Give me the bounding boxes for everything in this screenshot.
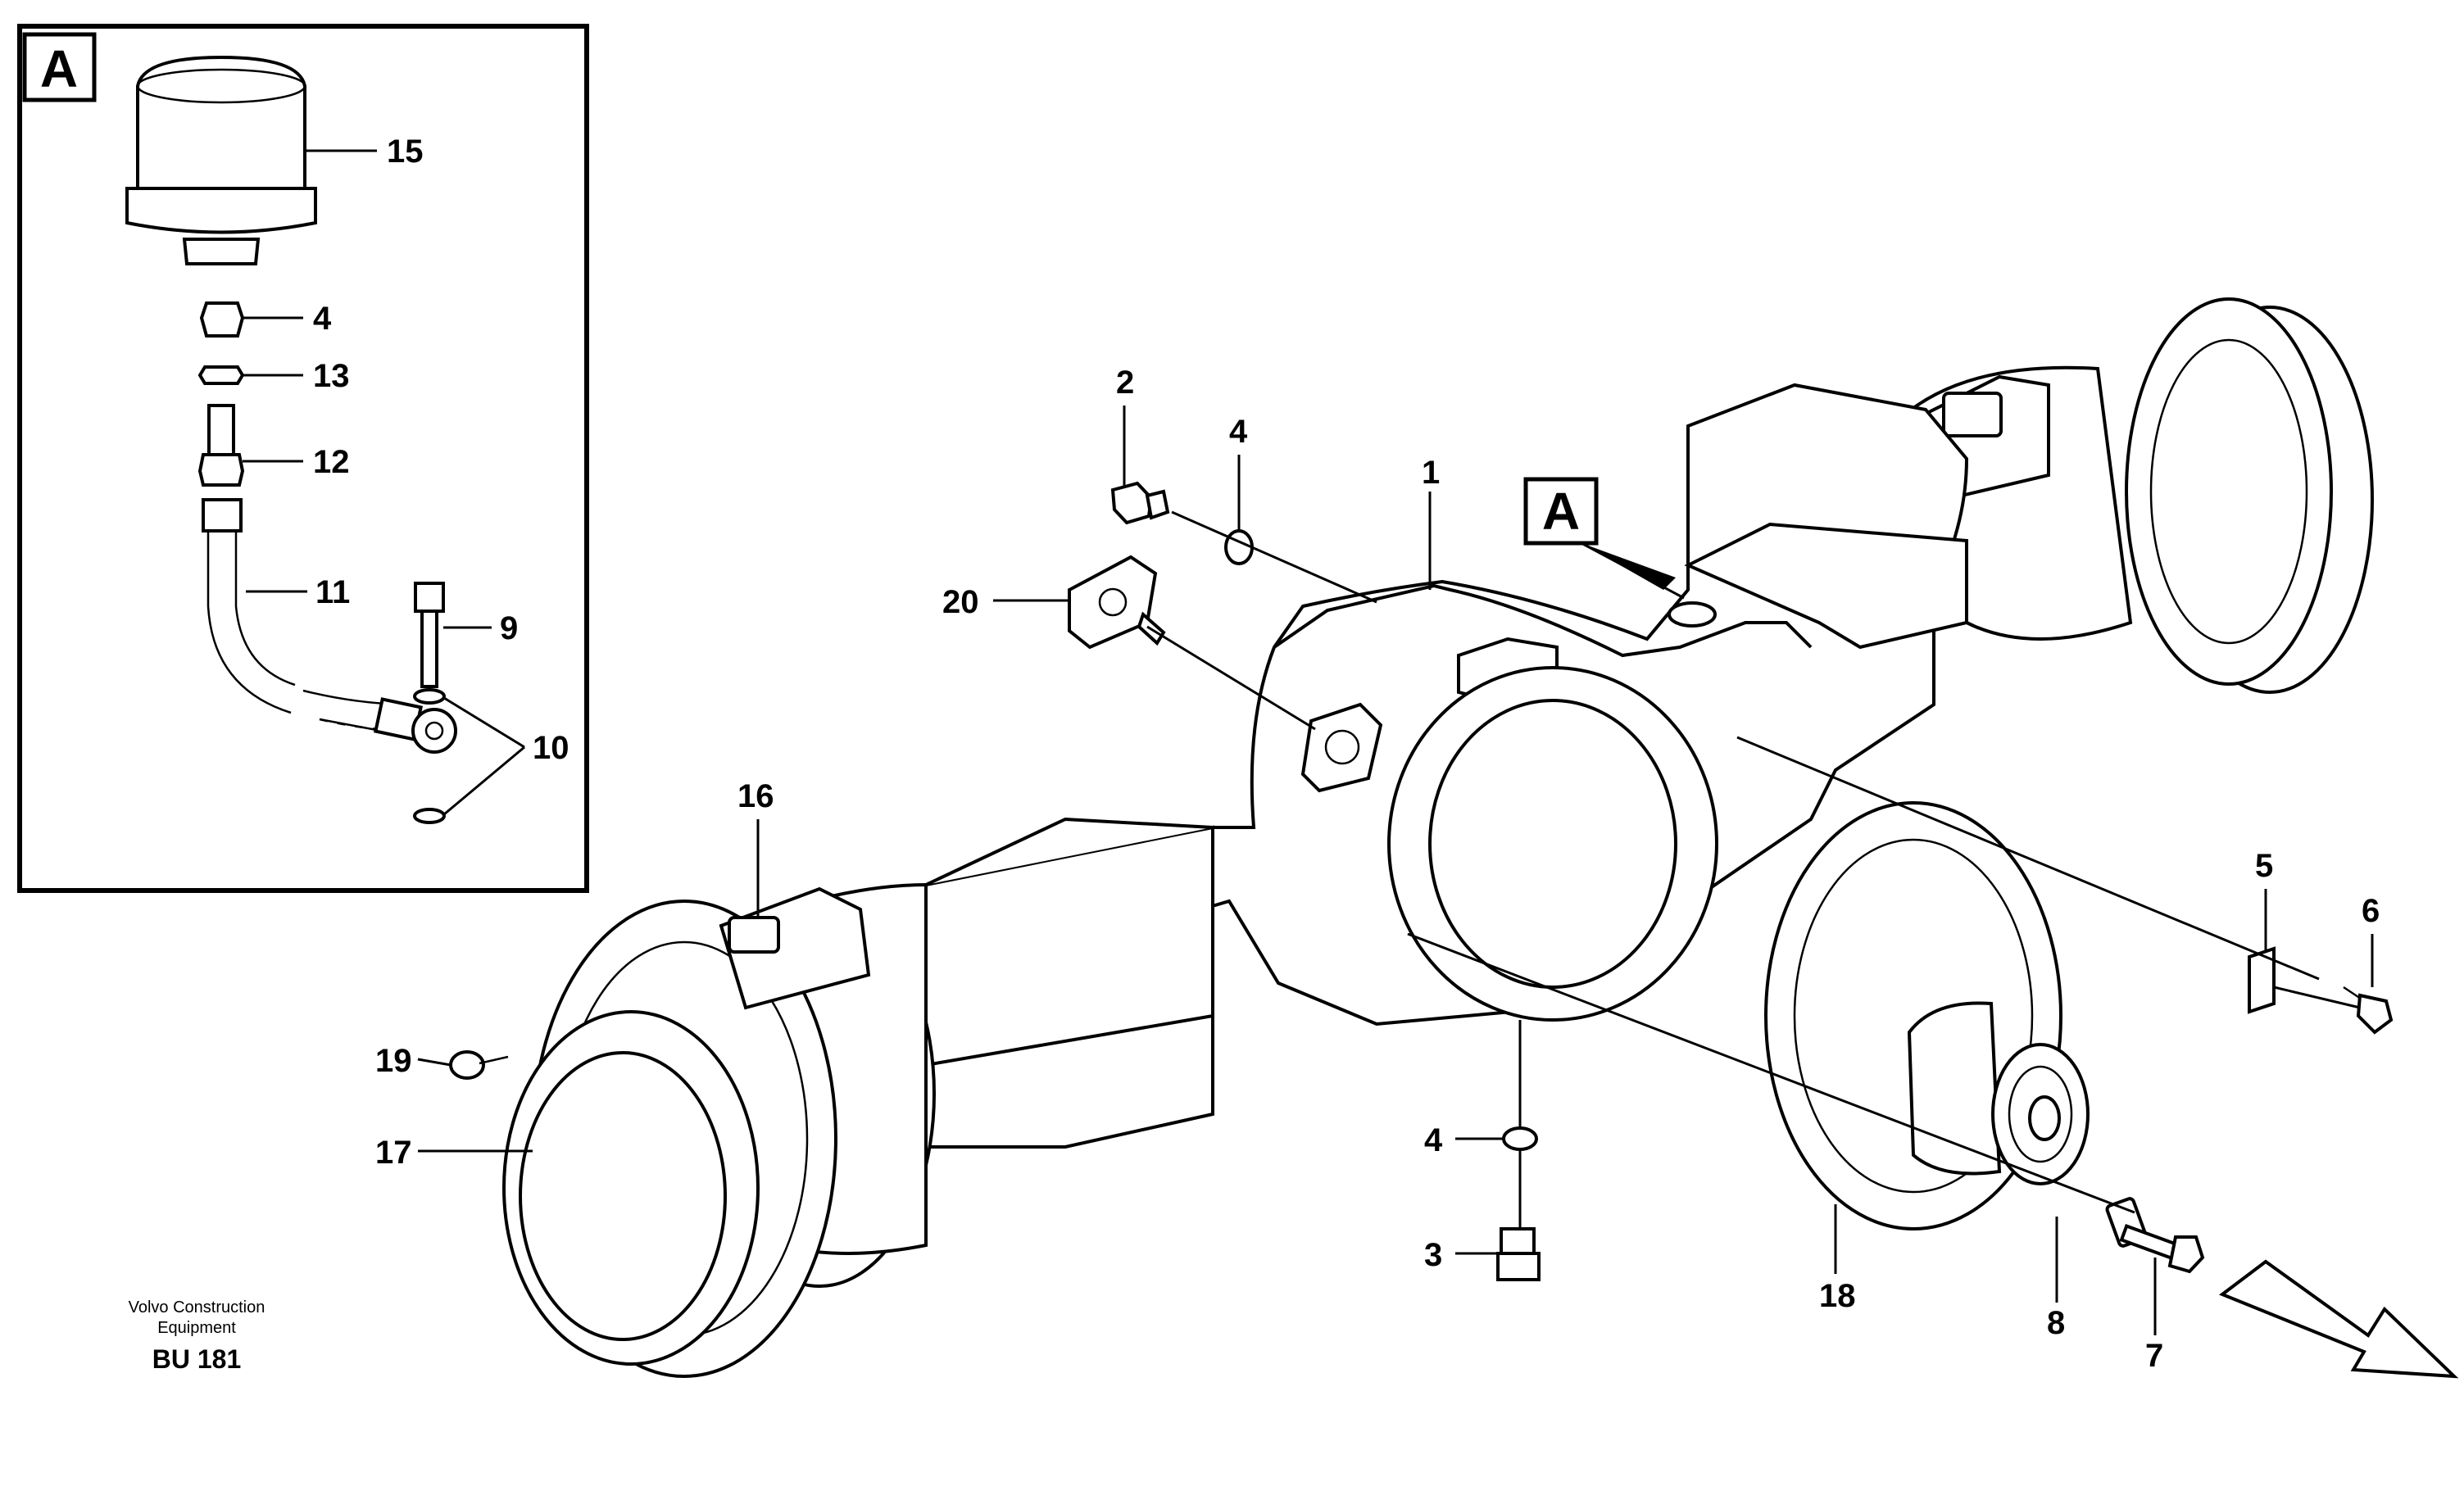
detail-label-box (22, 32, 97, 102)
callout-15: 15 (387, 134, 424, 170)
detail-label: A (40, 39, 78, 98)
marker-a: A (1523, 477, 1717, 628)
detail-washer-top (413, 688, 446, 705)
screw-6 (2343, 986, 2394, 1035)
callout-4-upper: 4 (1229, 414, 1248, 450)
marker-a-label: A (1542, 482, 1580, 541)
detail-frame (17, 24, 589, 893)
callout-20: 20 (942, 584, 979, 620)
detail-washer-bottom (413, 808, 446, 824)
breather-filter (125, 55, 317, 265)
credit-line-1: Volvo Construction (129, 1298, 265, 1317)
callout-4-detail: 4 (313, 301, 332, 337)
callout-19: 19 (375, 1043, 412, 1079)
detail-hose (202, 498, 457, 754)
callout-11: 11 (315, 574, 350, 610)
marker-a-box (1523, 477, 1599, 546)
callout-7: 7 (2145, 1338, 2163, 1374)
callout-13: 13 (313, 358, 350, 394)
callout-10: 10 (533, 730, 569, 766)
callout-2: 2 (1116, 365, 1134, 401)
callout-9: 9 (500, 610, 518, 646)
callout-1: 1 (1422, 455, 1440, 491)
detail-view-a: A (17, 24, 589, 893)
shim-plate (2248, 946, 2276, 1014)
upper-plug (1110, 481, 1254, 565)
main-view: A (375, 297, 2459, 1379)
sensor-19 (449, 1050, 509, 1080)
axle-housing (924, 383, 1969, 1149)
differential-carrier (1764, 801, 2090, 1230)
upper-washer (1224, 529, 1254, 565)
sensor-bracket (1068, 555, 1383, 793)
drawing-code: BU 181 (152, 1344, 242, 1374)
callout-12: 12 (313, 444, 350, 480)
callout-16: 16 (737, 778, 774, 814)
callout-3: 3 (1424, 1237, 1442, 1273)
breather-port (1668, 601, 1717, 628)
detail-nipple (197, 404, 245, 487)
bolt-7 (2119, 1224, 2205, 1274)
callout-18: 18 (1819, 1278, 1856, 1314)
detail-banjo-bolt (414, 582, 445, 688)
footer: Volvo Construction Equipment BU 181 (129, 1298, 265, 1374)
detail-nut (197, 365, 245, 385)
callout-4-lower: 4 (1424, 1122, 1443, 1158)
right-wheel-hub (1899, 297, 2374, 694)
callout-17: 17 (375, 1135, 412, 1171)
left-wheel-hub (502, 882, 936, 1378)
callout-8: 8 (2047, 1305, 2065, 1341)
callout-6: 6 (2362, 893, 2380, 929)
callout-5: 5 (2255, 848, 2273, 884)
direction-arrow (2218, 1259, 2459, 1379)
detail-fitting (199, 301, 245, 338)
lower-plug (1496, 1227, 1541, 1281)
lower-washer (1502, 1126, 1538, 1151)
credit-line-2: Equipment (157, 1319, 236, 1337)
